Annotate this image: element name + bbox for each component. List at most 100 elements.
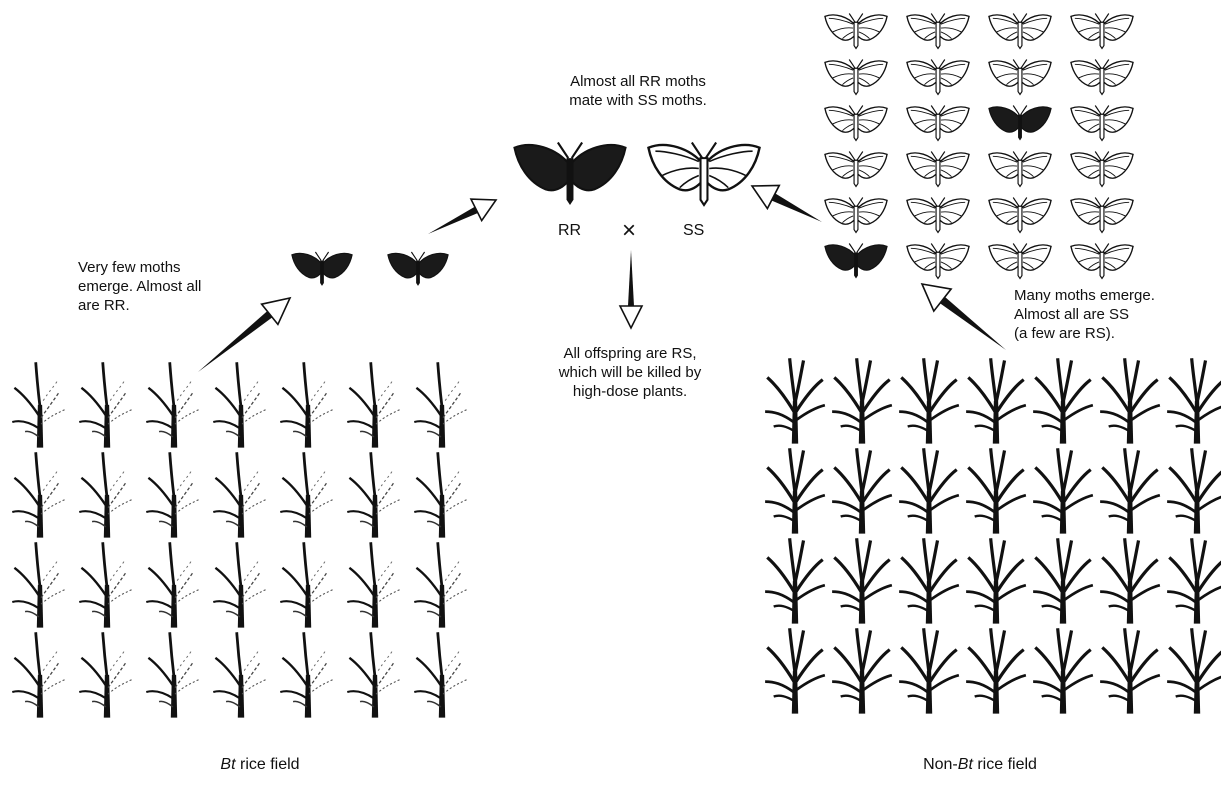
swarm-moth-ss: [825, 198, 887, 233]
bt-plant: [213, 632, 266, 717]
swarm-moth-ss: [1071, 106, 1133, 141]
nonbt-plant: [1033, 538, 1093, 623]
nonbt-plant: [832, 358, 892, 443]
nonbt-prefix: Non-: [923, 756, 958, 773]
nonbt-plant: [899, 358, 959, 443]
nonbt-plant: [899, 628, 959, 713]
swarm-moth-ss: [1071, 14, 1133, 49]
swarm-moth-ss: [907, 60, 969, 95]
bt-italic: Bt: [220, 756, 235, 773]
bt-plant: [280, 362, 333, 447]
nonbt-plant: [966, 628, 1026, 713]
genotype-ss-label: SS: [683, 222, 704, 240]
bt-plant: [347, 362, 400, 447]
swarm-moth-ss: [825, 60, 887, 95]
mating-moth-rr: [514, 143, 625, 205]
arrow-nonbt-to-swarm-shaft: [940, 297, 1006, 350]
few-moths-caption: Very few moths emerge. Almost all are RR…: [78, 258, 278, 315]
bt-plant: [414, 362, 467, 447]
nonbt-plant: [899, 538, 959, 623]
swarm-moth-ss: [1071, 60, 1133, 95]
swarm-moth-ss: [825, 152, 887, 187]
bt-plant: [347, 452, 400, 537]
mating-pair-moths: [514, 143, 759, 205]
emerged-rr-moths: [292, 252, 448, 286]
nonbt-plant: [1033, 448, 1093, 533]
swarm-moth-ss: [825, 14, 887, 49]
nonbt-plant: [966, 538, 1026, 623]
swarm-moth-rr: [825, 244, 887, 279]
bt-plant: [12, 542, 65, 627]
bt-plant: [347, 542, 400, 627]
nonbt-plant: [966, 358, 1026, 443]
arrow-rr-to-mating-shaft: [428, 207, 478, 234]
emerged-rr-moth: [292, 252, 352, 286]
bt-plant: [280, 632, 333, 717]
arrow-swarm-to-mating-shaft: [772, 193, 822, 222]
bt-plant: [414, 452, 467, 537]
nonbt-plant: [832, 448, 892, 533]
nonbt-plant: [1100, 538, 1160, 623]
bt-plant: [79, 632, 132, 717]
mating-moth-ss: [648, 143, 759, 205]
nonbt-plant: [1167, 538, 1221, 623]
bt-plant: [12, 632, 65, 717]
bt-plant: [280, 542, 333, 627]
swarm-moth-ss: [989, 198, 1051, 233]
swarm-moth-ss: [907, 14, 969, 49]
nonbt-plant: [765, 628, 825, 713]
bt-plant: [213, 542, 266, 627]
nonbt-label-rest: rice field: [973, 756, 1037, 773]
nonbt-plant: [1100, 448, 1160, 533]
swarm-moth-rr: [989, 106, 1051, 141]
nonbt-plant: [1100, 628, 1160, 713]
swarm-moth-ss: [989, 244, 1051, 279]
bt-plant: [79, 362, 132, 447]
nonbt-plant: [1167, 628, 1221, 713]
nonbt-plant: [832, 628, 892, 713]
swarm-moth-ss: [907, 244, 969, 279]
swarm-moth-ss: [907, 106, 969, 141]
bt-plant: [146, 452, 199, 537]
bt-label-rest: rice field: [236, 756, 300, 773]
bt-plant: [79, 542, 132, 627]
emerged-rr-moth: [388, 252, 448, 286]
nonbt-plant: [1167, 448, 1221, 533]
swarm-moth-ss: [989, 14, 1051, 49]
nonbt-italic: Bt: [958, 756, 973, 773]
arrow-bt-to-rr-shaft: [198, 311, 272, 372]
nonbt-plant: [1033, 358, 1093, 443]
nonbt-plant: [1033, 628, 1093, 713]
nonbt-plant: [1100, 358, 1160, 443]
nonbt-plant: [832, 538, 892, 623]
many-moths-caption: Many moths emerge. Almost all are SS (a …: [1014, 286, 1214, 343]
nonbt-plant: [765, 358, 825, 443]
bt-plant: [213, 452, 266, 537]
swarm-moth-ss: [907, 152, 969, 187]
bt-plant: [146, 542, 199, 627]
mate-caption: Almost all RR moths mate with SS moths.: [518, 72, 758, 110]
genotype-rr-label: RR: [558, 222, 581, 240]
bt-plant: [79, 452, 132, 537]
non-bt-field-plants: [765, 358, 1221, 713]
swarm-moth-ss: [907, 198, 969, 233]
cross-symbol: ×: [622, 217, 636, 245]
moth-swarm: [825, 14, 1133, 279]
bt-plant: [146, 362, 199, 447]
non-bt-field-label: Non-Bt rice field: [860, 756, 1100, 774]
bt-plant: [12, 452, 65, 537]
bt-field-label: Bt rice field: [140, 756, 380, 774]
bt-plant: [347, 632, 400, 717]
nonbt-plant: [765, 538, 825, 623]
bt-field-plants: [12, 362, 467, 717]
swarm-moth-ss: [825, 106, 887, 141]
nonbt-plant: [765, 448, 825, 533]
swarm-moth-ss: [1071, 244, 1133, 279]
bt-plant: [414, 542, 467, 627]
bt-plant: [213, 362, 266, 447]
nonbt-plant: [1167, 358, 1221, 443]
arrow-to-offspring-shaft: [628, 250, 634, 306]
bt-plant: [414, 632, 467, 717]
offspring-caption: All offspring are RS, which will be kill…: [510, 344, 750, 401]
